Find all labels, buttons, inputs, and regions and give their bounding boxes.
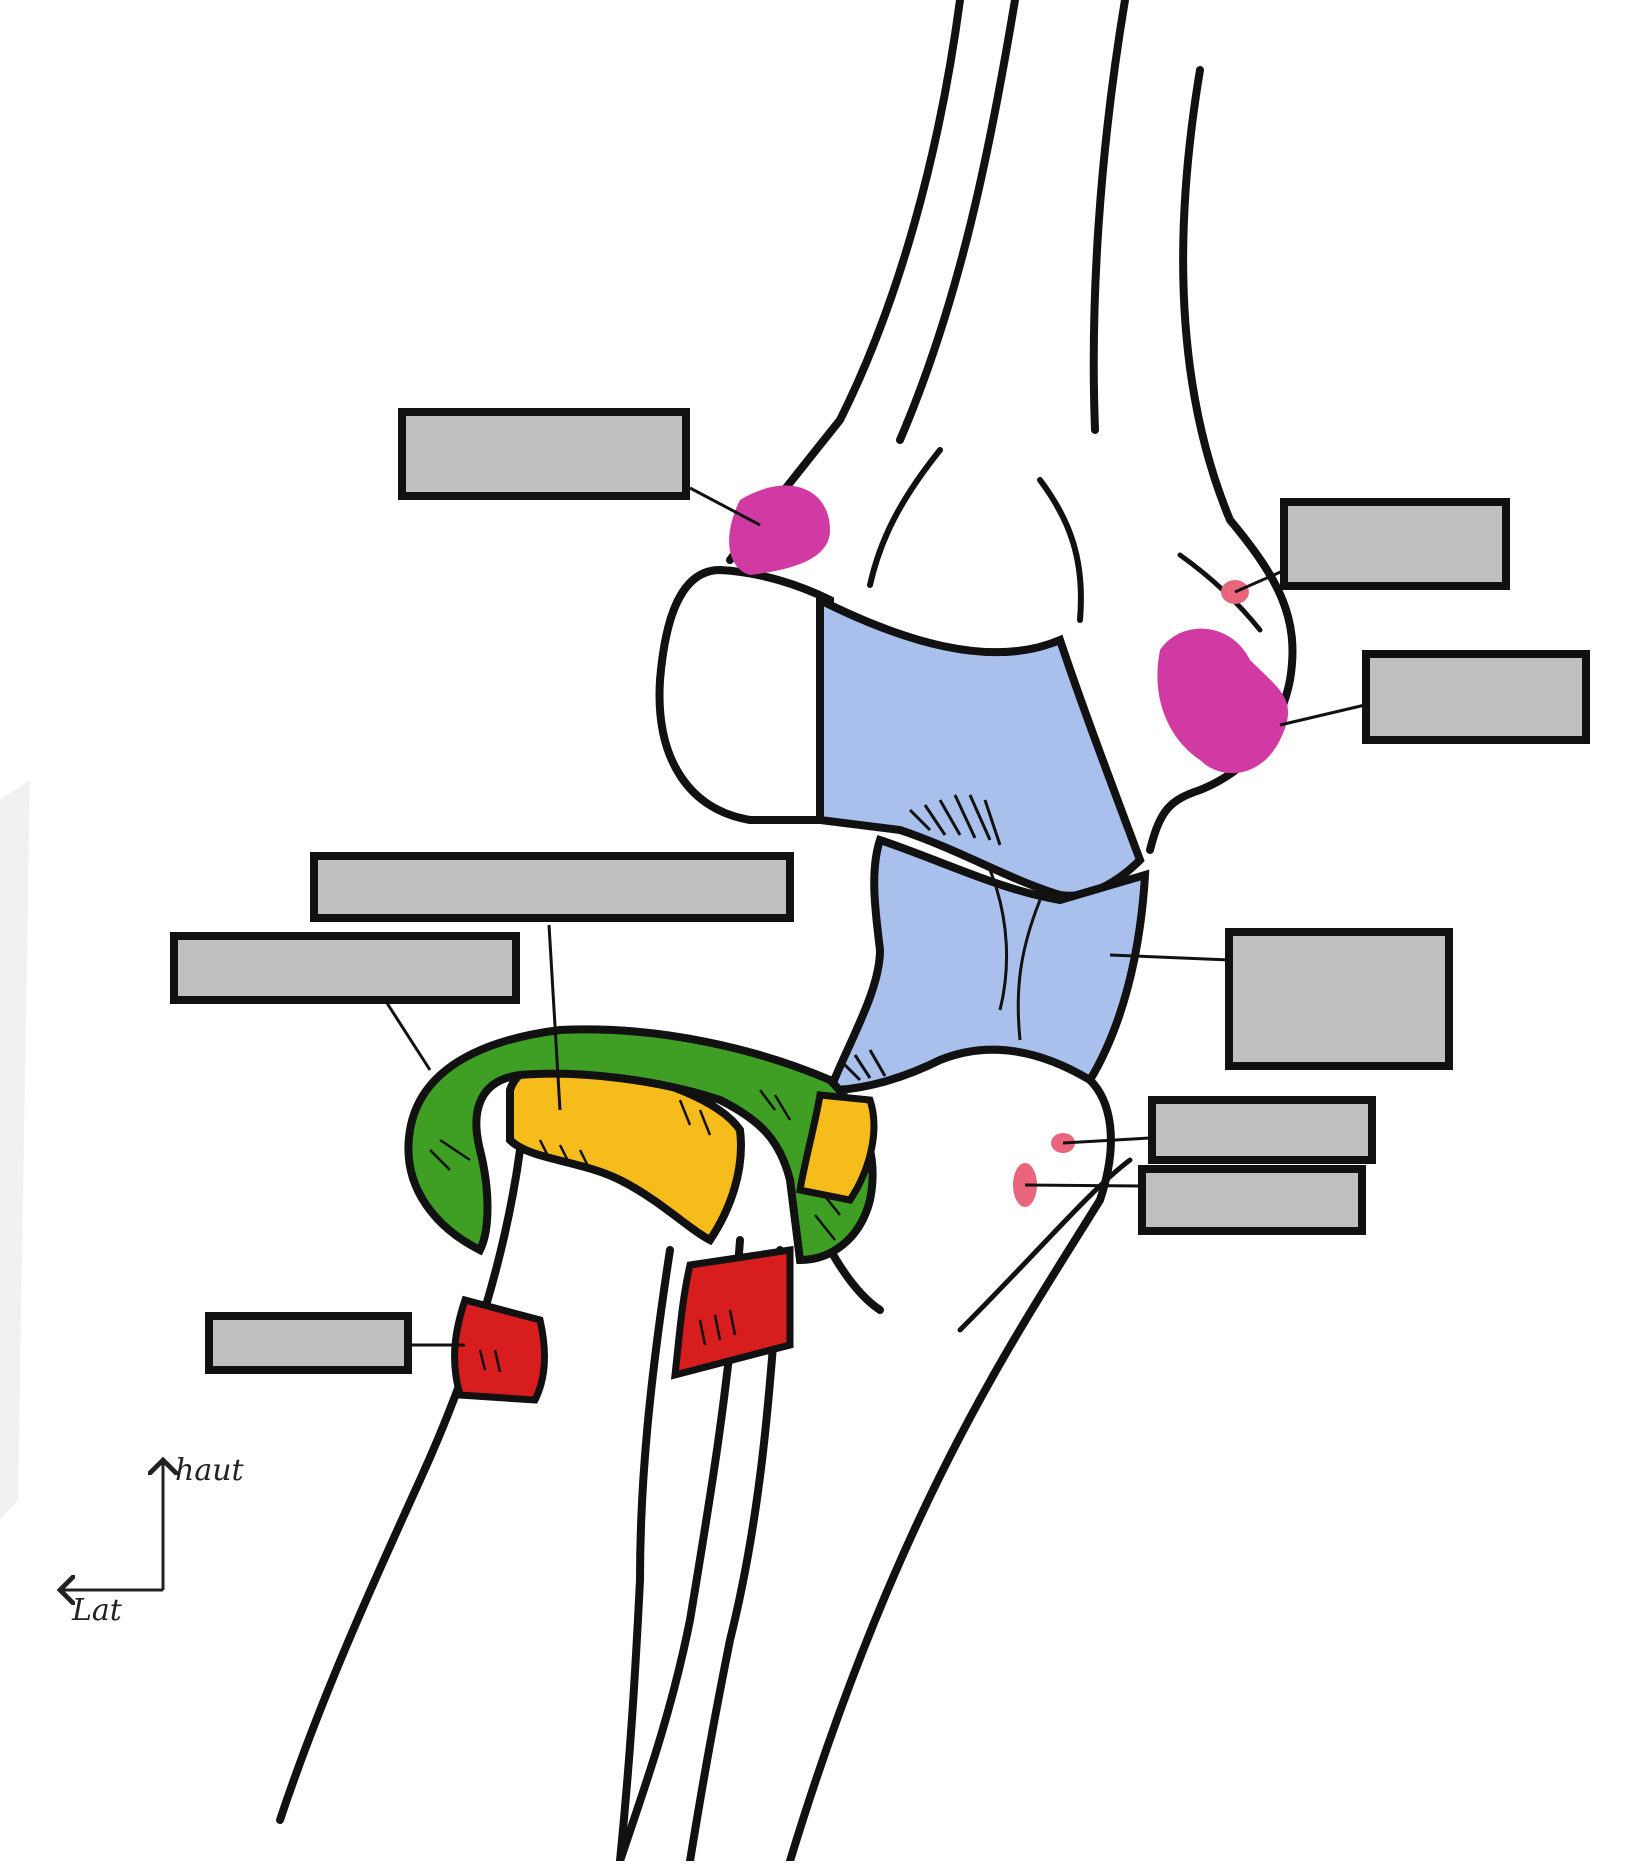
up-label: haut [175,1453,245,1488]
label-box-upper-right[interactable] [1280,498,1510,590]
label-box-mid-right[interactable] [1362,650,1590,744]
hatching-red [478,1309,737,1373]
background-strip [0,780,30,1520]
coronoid-yellow-block [795,1091,878,1204]
label-box-wide-left[interactable] [310,852,794,922]
lateral-epicondyle-spot [729,485,830,575]
capitulum [655,565,835,824]
label-box-right-tall[interactable] [1225,928,1453,1070]
label-box-upper-left[interactable] [398,408,690,500]
hatching-trochlea [838,794,1042,1082]
label-box-lower-right-2[interactable] [1138,1165,1366,1235]
medial-epicondyle-spot [1157,628,1289,774]
label-box-left[interactable] [170,932,520,1004]
trochlea-articular-surface [816,593,1145,900]
orientation-indicator [60,1460,163,1590]
ulna-articular-surface [824,834,1150,1095]
annular-ligament [404,1025,877,1265]
lateral-red-insertion [451,1295,549,1404]
lateral-label: Lat [71,1593,123,1628]
label-box-lower-left[interactable] [205,1312,412,1374]
radius [276,1146,784,1865]
hatching-radial-head [538,1099,712,1171]
label-box-lower-right-1[interactable] [1148,1096,1376,1164]
leader-lines [383,486,1366,1347]
